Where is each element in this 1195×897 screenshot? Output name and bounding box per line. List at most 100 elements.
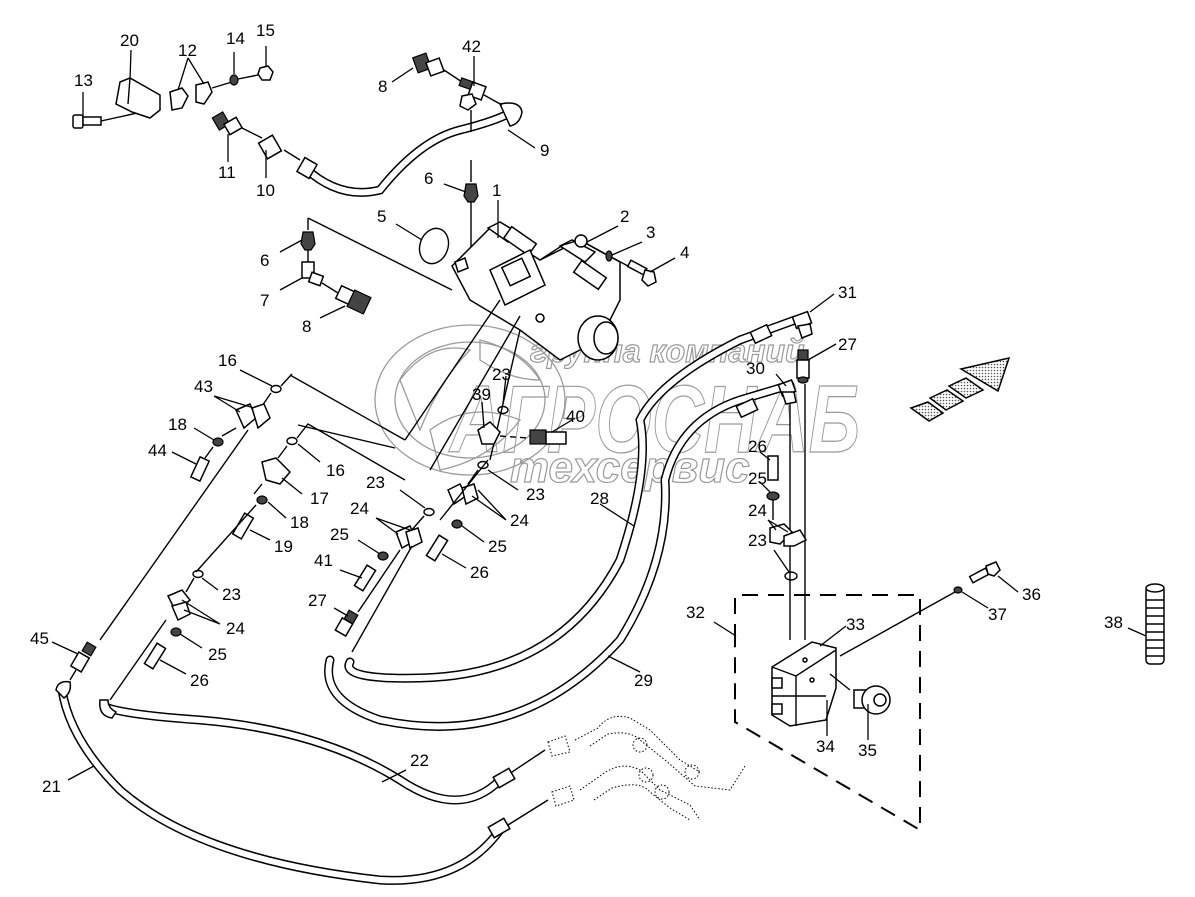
bolt-4 [626, 259, 657, 287]
nut-15 [257, 65, 274, 81]
callout-25-center: 25 [330, 525, 349, 544]
o-ring-23-top [497, 405, 509, 415]
callout-29: 29 [634, 671, 653, 690]
callout-24-upper: 24 [510, 511, 529, 530]
fitting-8-top [411, 52, 445, 77]
callout-23-left: 23 [222, 585, 241, 604]
callout-26-right: 26 [748, 437, 767, 456]
callout-2: 2 [620, 207, 629, 226]
hose-29 [324, 380, 795, 731]
elbow-31 [791, 310, 813, 339]
callout-27-right: 27 [838, 335, 857, 354]
callout-12: 12 [178, 41, 197, 60]
callout-7: 7 [260, 291, 269, 310]
clamp-24-right [769, 523, 808, 547]
callout-6-lower: 6 [260, 251, 269, 270]
bolt-26-left [143, 642, 167, 670]
callout-31: 31 [838, 283, 857, 302]
callout-13: 13 [74, 71, 93, 90]
fitting-6-lower [300, 231, 316, 251]
elbow-30 [777, 379, 797, 405]
quick-coupler-8 [334, 284, 372, 315]
callout-21: 21 [42, 777, 61, 796]
bolt-26-upper [425, 534, 449, 562]
callout-34: 34 [816, 737, 835, 756]
washer-25-right [766, 491, 780, 501]
callout-37: 37 [988, 605, 1007, 624]
o-ring-23-left [192, 569, 204, 579]
clamp-24-left [166, 589, 192, 622]
callout-19: 19 [274, 537, 293, 556]
callout-32: 32 [686, 603, 705, 622]
callout-1: 1 [492, 181, 501, 200]
clamp-24-upper [447, 482, 479, 506]
watermark: группа компаний АГРОСНАБ техсервис [374, 324, 861, 493]
callout-labels: 1 2 3 4 5 6 6 7 8 8 9 10 11 12 13 14 15 … [30, 21, 1123, 796]
hose-21 [55, 680, 505, 885]
sensor-40 [529, 429, 567, 445]
watermark-logo [374, 324, 566, 476]
washer-37 [953, 586, 963, 594]
bolt-26-right [767, 455, 779, 481]
callout-10: 10 [256, 181, 275, 200]
callout-23-top: 23 [492, 365, 511, 384]
callout-30: 30 [746, 359, 765, 378]
callout-25-left: 25 [208, 645, 227, 664]
washer-25-center [377, 551, 389, 561]
callout-35: 35 [858, 741, 877, 760]
callout-39: 39 [472, 385, 491, 404]
callout-28: 28 [590, 489, 609, 508]
spacer-2 [574, 234, 588, 248]
washer-25-left [170, 627, 182, 637]
watermark-line-3: техсервис [510, 443, 750, 492]
callout-26-left: 26 [190, 671, 209, 690]
direction-arrow-icon [909, 356, 1011, 422]
washer-18-lower [256, 495, 268, 505]
hose-29-fitting [735, 397, 759, 419]
callout-6-upper: 6 [424, 169, 433, 188]
fitting-45 [69, 641, 97, 673]
callout-4: 4 [680, 243, 689, 262]
bolt-13 [72, 107, 161, 129]
callout-23-right: 23 [748, 531, 767, 550]
callout-8-upper: 8 [378, 77, 387, 96]
fitting-27-lower [334, 609, 359, 638]
callout-41: 41 [314, 551, 333, 570]
hose-22 [99, 699, 505, 805]
callout-20: 20 [120, 31, 139, 50]
callout-8-lower: 8 [302, 317, 311, 336]
leader-lines [51, 46, 1147, 783]
callout-24-center: 24 [350, 499, 369, 518]
o-ring-23-upper [477, 460, 489, 470]
fitting-11 [211, 111, 244, 136]
bolt-36 [968, 561, 1001, 584]
clamp-12 [169, 81, 213, 111]
callout-3: 3 [646, 223, 655, 242]
callout-18-upper: 18 [168, 415, 187, 434]
bolt-41 [353, 564, 377, 592]
solenoid-35 [853, 685, 891, 715]
flange-17 [261, 457, 292, 485]
clamp-43 [235, 403, 271, 430]
tee-42 [458, 77, 487, 111]
callout-42: 42 [462, 37, 481, 56]
callout-25-right: 25 [748, 469, 767, 488]
o-ring-16-lower [286, 436, 298, 446]
valve-group-32-boundary [734, 594, 921, 832]
hose-28-fitting [749, 323, 773, 345]
callout-23-center: 23 [366, 473, 385, 492]
callout-45: 45 [30, 629, 49, 648]
callout-5: 5 [377, 207, 386, 226]
callout-14: 14 [226, 29, 245, 48]
o-ring-5 [418, 227, 450, 265]
fitting-27-right [796, 349, 810, 384]
callout-33: 33 [846, 615, 865, 634]
fitting-6-upper [463, 183, 479, 203]
callout-18-lower: 18 [290, 513, 309, 532]
bracket-20 [115, 77, 161, 119]
callout-38: 38 [1104, 613, 1123, 632]
spring-38 [1145, 583, 1165, 665]
o-ring-16-upper [270, 384, 282, 394]
callout-24-left: 24 [226, 619, 245, 638]
